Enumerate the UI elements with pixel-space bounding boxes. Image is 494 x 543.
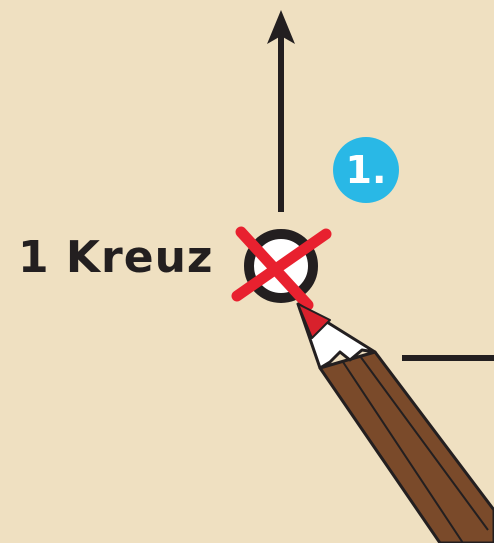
pencil-icon: [298, 304, 494, 543]
arrow-up-icon: [267, 10, 295, 212]
step-badge: 1.: [333, 137, 399, 203]
cross-label: 1 Kreuz: [18, 232, 214, 283]
